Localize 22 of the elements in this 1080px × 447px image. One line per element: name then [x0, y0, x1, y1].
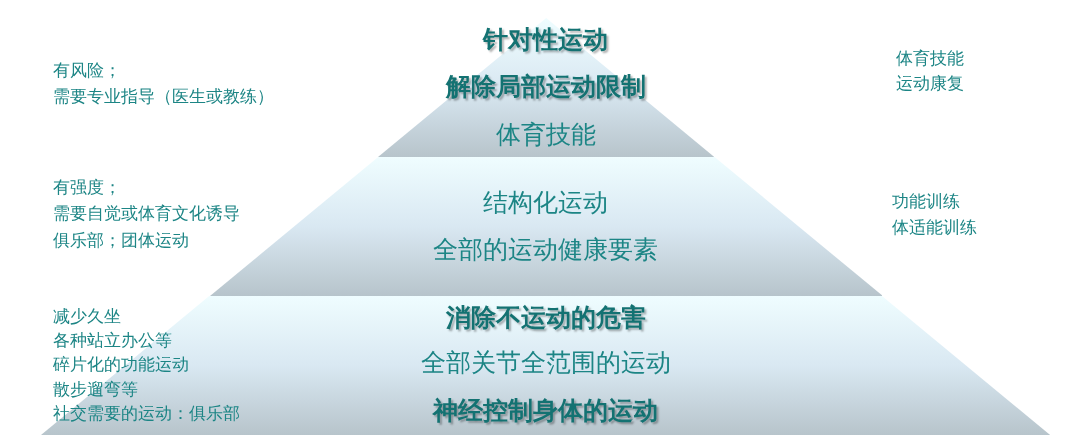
side-note: 需要专业指导（医生或教练） [53, 85, 274, 107]
side-note: 需要自觉或体育文化诱导 [53, 202, 240, 224]
side-note: 运动康复 [896, 72, 964, 94]
tier-text: 结构化运动 [483, 188, 609, 218]
tier-heading: 神经控制身体的运动 [433, 396, 659, 426]
tier-text: 全部关节全范围的运动 [421, 348, 671, 378]
side-note: 散步遛弯等 [53, 378, 138, 400]
side-note: 碎片化的功能运动 [53, 353, 189, 375]
tier-text: 全部的运动健康要素 [433, 235, 659, 265]
side-note: 有强度； [53, 176, 121, 198]
tier-text: 体育技能 [496, 120, 596, 150]
side-note: 体适能训练 [892, 216, 977, 238]
side-note: 功能训练 [892, 190, 960, 212]
side-note: 各种站立办公等 [53, 329, 172, 351]
tier-heading: 解除局部运动限制 [446, 72, 646, 102]
tier-heading: 针对性运动 [483, 25, 609, 55]
side-note: 减少久坐 [53, 305, 121, 327]
side-note: 社交需要的运动：俱乐部 [53, 402, 240, 424]
tier-heading: 消除不运动的危害 [446, 303, 646, 333]
side-note: 俱乐部；团体运动 [53, 229, 189, 251]
side-note: 有风险； [53, 59, 121, 81]
side-note: 体育技能 [896, 47, 964, 69]
